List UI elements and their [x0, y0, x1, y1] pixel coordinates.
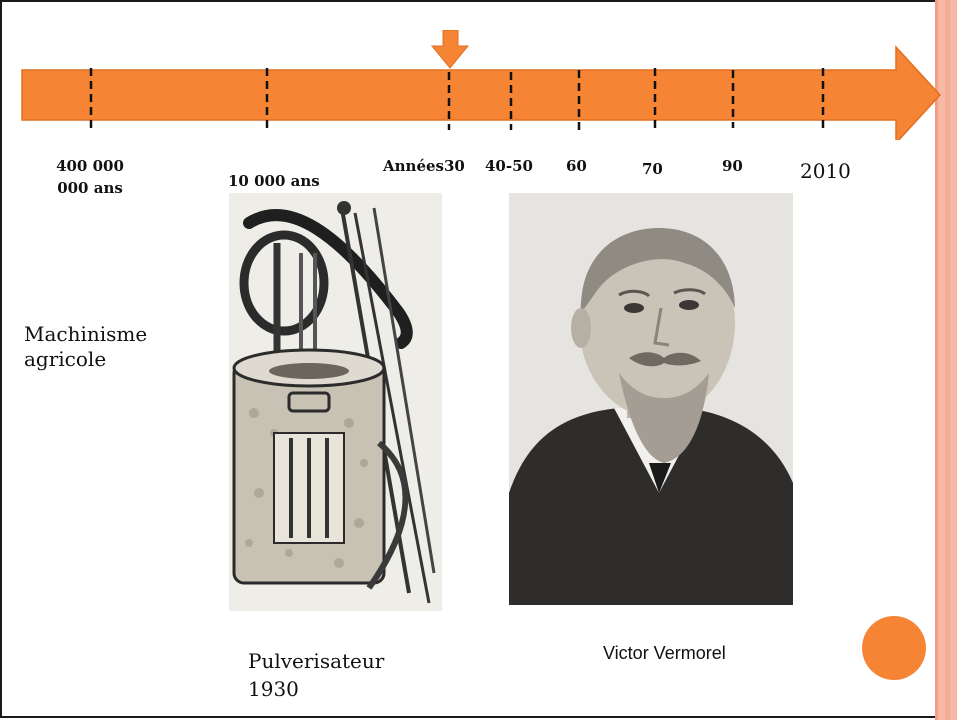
portrait-photo [509, 193, 793, 605]
decorative-orange-circle [862, 616, 926, 680]
timeline-marker-arrow [432, 30, 468, 68]
portrait-caption: Victor Vermorel [603, 643, 726, 664]
timeline-label: 70 [642, 160, 682, 178]
timeline-label: 60 [566, 157, 606, 175]
timeline-arrow [0, 30, 957, 140]
timeline-label: 400 000 000 ans [40, 155, 140, 199]
timeline-label: 2010 [800, 159, 851, 183]
category-label: Machinisme agricole [24, 322, 174, 372]
timeline-label: 40-50 [485, 157, 545, 175]
sprayer-illustration [229, 193, 442, 611]
timeline-label: Années30 [383, 157, 483, 175]
sprayer-caption: Pulverisateur 1930 [248, 647, 408, 703]
timeline-label: 90 [722, 157, 762, 175]
timeline-label: 10 000 ans [228, 172, 338, 190]
